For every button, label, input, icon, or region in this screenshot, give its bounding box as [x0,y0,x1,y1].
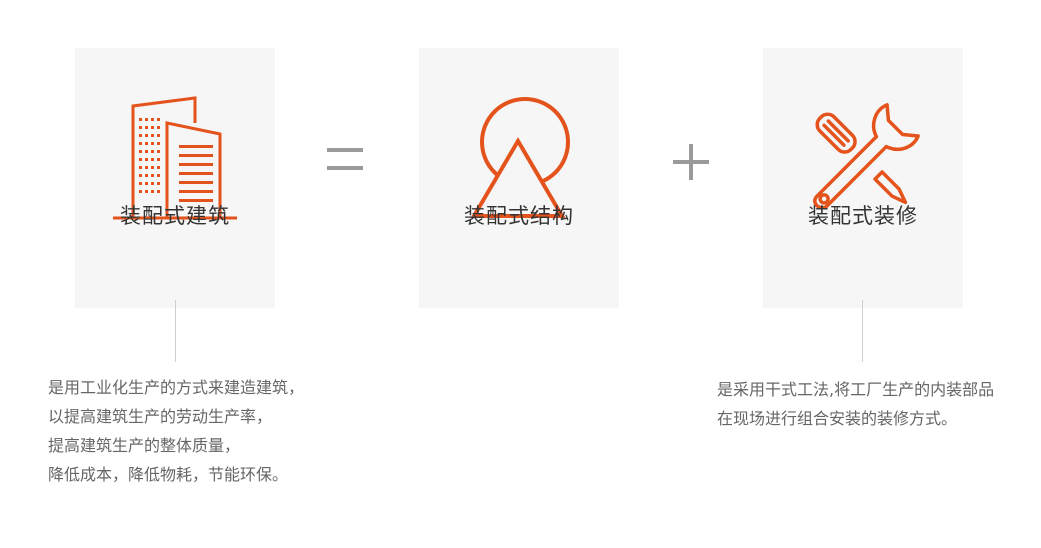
card-label: 装配式结构 [464,204,574,228]
plus-icon [673,144,709,180]
description-line: 提高建筑生产的整体质量， [48,436,241,455]
equals-icon [327,148,363,170]
connector-line-right [862,300,863,362]
card-prefab-decoration: 装配式装修 [763,48,963,308]
decoration-description: 是采用干式工法,将工厂生产的内装部品 在现场进行组合安装的装修方式。 [717,375,994,433]
card-label: 装配式装修 [808,204,918,228]
description-line: 在现场进行组合安装的装修方式。 [717,409,958,428]
description-line: 以提高建筑生产的劳动生产率， [48,407,273,426]
buildings-icon [113,96,237,220]
circle-triangle-icon [470,97,570,218]
description-line: 是用工业化生产的方式来建造建筑， [48,378,305,397]
wrench-screwdriver-icon [813,103,920,210]
card-label: 装配式建筑 [120,204,230,228]
building-description: 是用工业化生产的方式来建造建筑， 以提高建筑生产的劳动生产率， 提高建筑生产的整… [48,373,304,489]
card-prefab-building: 装配式建筑 [75,48,275,308]
description-line: 是采用干式工法,将工厂生产的内装部品 [717,380,995,399]
card-prefab-structure: 装配式结构 [419,48,619,308]
description-line: 降低成本，降低物耗，节能环保。 [48,465,289,484]
connector-line-left [175,300,176,362]
